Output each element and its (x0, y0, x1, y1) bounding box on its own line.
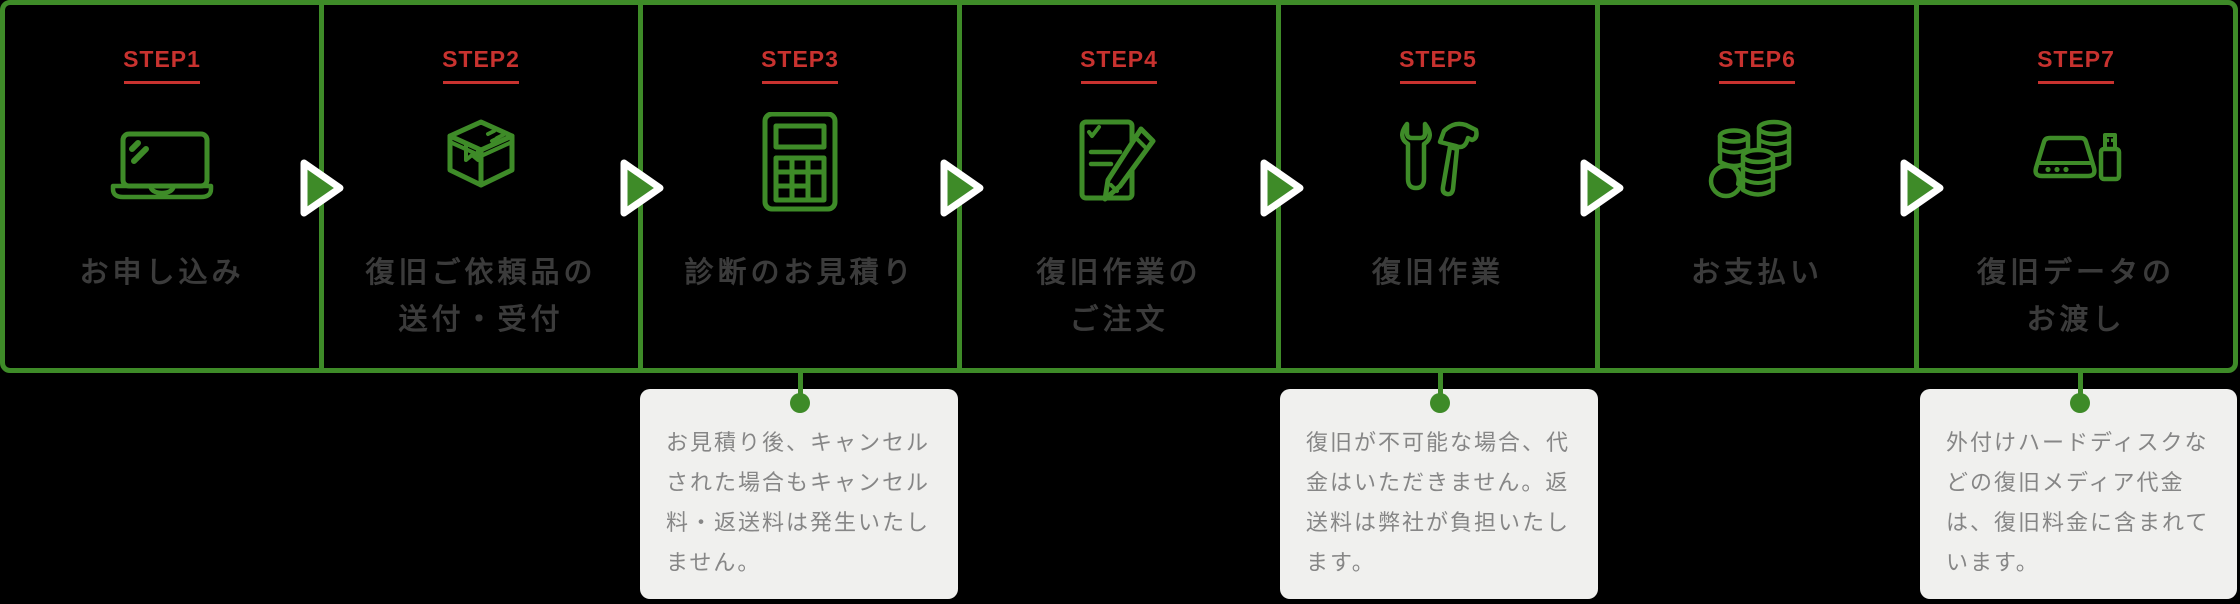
step-number-label: STEP2 (442, 46, 520, 72)
hdd-usb-icon (1919, 112, 2233, 212)
arrow-right-icon (1580, 159, 1624, 217)
arrow-right-icon (300, 159, 344, 217)
step-label-underline (762, 81, 838, 84)
step-title-line: お申し込み (79, 257, 245, 289)
step-column-7: STEP7 復旧データの お渡し (1914, 5, 2233, 368)
step-title-line: お支払い (1690, 257, 1823, 289)
step-title: 復旧作業 (1281, 250, 1595, 297)
note-connector-line (2078, 370, 2083, 403)
step-title-line: 復旧作業の (1036, 257, 1202, 289)
note-connector-line (1438, 370, 1443, 403)
step-column-2: STEP2 復旧ご依頼品の 送付・受付 (319, 5, 638, 368)
coins-icon (1600, 112, 1914, 212)
step-title-line: 復旧作業 (1371, 257, 1504, 289)
step-title: 復旧ご依頼品の 送付・受付 (324, 250, 638, 344)
step-column-1: STEP1 お申し込み (5, 5, 319, 368)
step-title-line: 復旧データの (1976, 257, 2175, 289)
step-title-line: お渡し (2026, 304, 2126, 336)
note-text: 復旧が不可能な場合、代金はいただきません。返送料は弊社が負担いたします。 (1306, 430, 1571, 575)
step-column-6: STEP6 お支払い (1595, 5, 1914, 368)
calculator-icon (643, 112, 957, 212)
step-column-3: STEP3 診断のお見積り (638, 5, 957, 368)
step-number-label: STEP3 (761, 46, 839, 72)
step-number-label: STEP5 (1399, 46, 1477, 72)
step-title-line: 送付・受付 (398, 304, 564, 336)
step-label-underline (1400, 81, 1476, 84)
step-number-label: STEP6 (1718, 46, 1796, 72)
arrow-right-icon (620, 159, 664, 217)
step-column-4: STEP4 復旧作業の ご注文 (957, 5, 1276, 368)
step-title-line: 診断のお見積り (684, 257, 916, 289)
step-label-underline (2038, 81, 2114, 84)
step-number-label: STEP4 (1080, 46, 1158, 72)
process-flow-frame: STEP1 お申し込み STEP2 (0, 0, 2238, 373)
step-label-underline (1719, 81, 1795, 84)
connector-dot (2070, 393, 2090, 413)
step-label-underline (124, 81, 200, 84)
arrow-right-icon (1260, 159, 1304, 217)
package-box-icon (324, 112, 638, 212)
note-box-step5: 復旧が不可能な場合、代金はいただきません。返送料は弊社が負担いたします。 (1280, 389, 1598, 599)
step-number-label: STEP7 (2037, 46, 2115, 72)
note-box-step7: 外付けハードディスクなどの復旧メディア代金は、復旧料金に含まれています。 (1920, 389, 2237, 599)
step-number-label: STEP1 (123, 46, 201, 72)
connector-dot (790, 393, 810, 413)
step-title-line: ご注文 (1069, 304, 1169, 336)
step-label-underline (443, 81, 519, 84)
note-text: 外付けハードディスクなどの復旧メディア代金は、復旧料金に含まれています。 (1946, 430, 2210, 575)
arrow-right-icon (940, 159, 984, 217)
step-label-underline (1081, 81, 1157, 84)
document-pencil-icon (962, 112, 1276, 212)
step-title: 復旧データの お渡し (1919, 250, 2233, 344)
laptop-icon (5, 112, 319, 212)
note-connector-line (798, 370, 803, 403)
step-title: お申し込み (5, 250, 319, 297)
step-title: 診断のお見積り (643, 250, 957, 297)
step-title-line: 復旧ご依頼品の (365, 257, 597, 289)
step-title: 復旧作業の ご注文 (962, 250, 1276, 344)
step-column-5: STEP5 復旧作業 (1276, 5, 1595, 368)
step-title: お支払い (1600, 250, 1914, 297)
note-box-step3: お見積り後、キャンセルされた場合もキャンセル料・返送料は発生いたしません。 (640, 389, 958, 599)
note-text: お見積り後、キャンセルされた場合もキャンセル料・返送料は発生いたしません。 (666, 430, 931, 575)
connector-dot (1430, 393, 1450, 413)
wrench-hammer-icon (1281, 112, 1595, 212)
arrow-right-icon (1900, 159, 1944, 217)
